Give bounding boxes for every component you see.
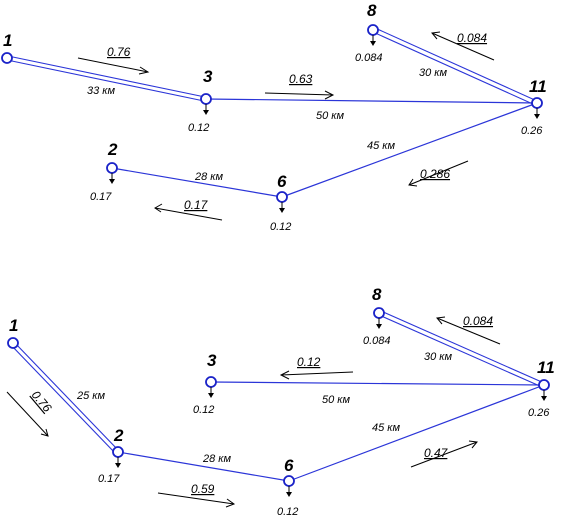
edge-flow: 0.286 [420,167,450,181]
flow-arrow-3-11 [264,90,335,100]
edge-distance: 50 км [316,110,344,122]
flow-arrow-6-2 [154,203,223,221]
node-label: 6 [277,172,287,191]
flow-arrow-11-8 [431,31,495,61]
node-load: 0.084 [355,52,383,64]
diagram-top: 1 3 8 11 2 6 0.12 0.084 0.26 0.17 0.12 3… [1,1,547,233]
flow-arrow-11-8 [436,316,501,345]
edge-flow: 0.17 [184,198,209,212]
node-label: 1 [9,316,18,335]
node-load: 0.17 [90,191,112,203]
edge-flow: 0.084 [457,31,487,45]
edge-flow: 0.76 [29,388,55,415]
load-arrow-2 [115,457,121,468]
flow-arrow-11-6 [408,160,469,187]
edge-distance: 30 км [419,67,447,79]
edge-11-6 [281,102,538,198]
node-6-circle [283,475,295,487]
node-label: 1 [3,31,12,50]
node-2-circle [106,162,118,174]
edge-distance: 50 км [322,394,350,406]
edge-distance: 33 км [87,85,115,97]
flow-arrow-1-3 [77,57,150,75]
edge-flow: 0.12 [297,355,321,369]
node-1-circle [1,52,13,64]
flow-arrow-6-11 [410,440,478,468]
node-3-circle [200,93,212,105]
edge-2-6 [117,451,290,482]
node-8-circle [373,307,385,319]
edge-8-11 [378,310,545,388]
node-11-circle [531,97,543,109]
edge-6-11 [288,384,545,482]
edge-2-6 [111,167,283,198]
node-load: 0.12 [193,404,214,416]
flow-arrow-1-2 [6,391,49,437]
load-arrow-8 [376,318,382,329]
node-load: 0.17 [98,473,120,485]
node-label: 8 [372,285,382,304]
node-8-circle [367,24,379,36]
node-2-circle [112,446,124,458]
node-label: 11 [529,77,547,96]
load-arrow-8 [370,35,376,46]
node-label: 11 [537,358,555,377]
node-3-circle [205,376,217,388]
node-label: 3 [203,67,213,86]
node-label: 3 [207,351,217,370]
flow-arrow-2-6 [157,492,236,508]
load-arrow-3 [203,104,209,115]
node-11-circle [538,379,550,391]
edge-distance: 25 км [76,390,105,402]
node-6-circle [276,191,288,203]
load-arrow-3 [208,387,214,398]
edge-distance: 28 км [202,453,231,465]
edge-flow: 0.084 [463,314,493,328]
edge-flow: 0.59 [191,482,215,496]
node-load: 0.12 [188,122,209,134]
edge-1-3 [6,55,206,102]
edge-distance: 45 км [367,140,395,152]
node-1-circle [7,337,19,349]
node-label: 2 [107,140,118,159]
load-arrow-6 [279,202,285,213]
load-arrow-11 [534,108,540,119]
flow-arrow-11-3 [279,370,354,380]
edge-3-11 [205,98,538,104]
load-arrow-11 [541,390,547,401]
node-load: 0.12 [277,506,298,518]
diagram-bottom: 1 2 3 8 11 6 0.17 0.12 0.084 0.26 0.12 2… [6,285,555,518]
load-arrow-6 [286,486,292,497]
load-arrow-2 [109,173,115,184]
edge-1-2 [10,341,120,455]
edge-flow: 0.47 [424,446,449,460]
node-label: 6 [284,456,294,475]
node-load: 0.12 [270,221,291,233]
edge-flow: 0.76 [107,45,131,59]
node-label: 8 [367,1,377,20]
node-load: 0.084 [363,335,391,347]
node-load: 0.26 [521,125,543,137]
edge-8-11 [372,27,538,106]
edge-3-11 [210,381,545,386]
node-load: 0.26 [528,407,550,419]
edge-flow: 0.63 [289,72,313,86]
edge-distance: 30 км [424,351,452,363]
node-label: 2 [113,426,124,445]
edge-distance: 28 км [194,171,223,183]
edge-distance: 45 км [372,422,400,434]
